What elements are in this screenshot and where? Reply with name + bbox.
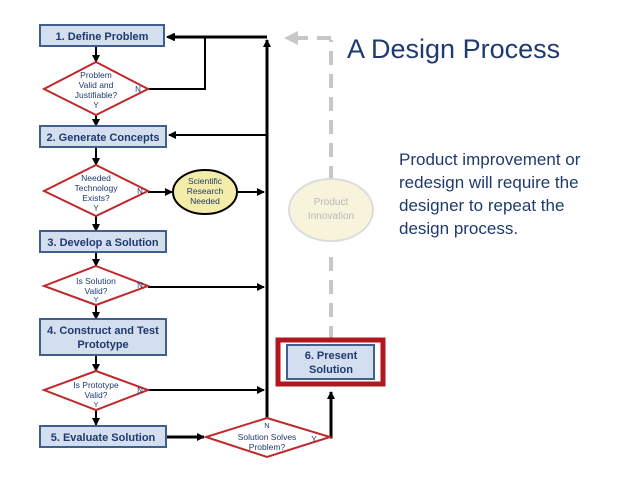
decision-prototype-valid: Is Prototype Valid? Y N	[41, 369, 151, 412]
decision-2-yes: Y	[93, 204, 99, 213]
research-line3: Needed	[190, 196, 220, 206]
decision-problem-valid: Problem Valid and Justifiable? Y N	[41, 60, 151, 117]
innovation-line2: Innovation	[308, 211, 354, 222]
step-1-define-problem: 1. Define Problem	[39, 24, 165, 47]
step-1-label: 1. Define Problem	[56, 31, 149, 43]
redesign-note: Product improvement or redesign will req…	[399, 150, 581, 238]
return-arrows	[148, 33, 335, 441]
decision-4-yes: Y	[93, 400, 98, 409]
step-3-label: 3. Develop a Solution	[47, 237, 159, 249]
decision-1-no: N	[135, 85, 141, 94]
step-6-present-solution: 6. Present Solution	[275, 337, 386, 387]
decision-5-yes: Y	[311, 435, 317, 444]
decision-3-yes: Y	[93, 295, 98, 304]
decision-4-line1: Is Prototype	[73, 380, 119, 390]
decision-2-line1: Needed	[81, 173, 111, 183]
innovation-line1: Product	[314, 197, 349, 208]
innovation-feedback-path	[284, 31, 333, 340]
step-4-construct-test-prototype: 4. Construct and Test Prototype	[39, 318, 167, 356]
decision-solution-valid: Is Solution Valid? Y N	[41, 264, 151, 307]
decision-2-no: N	[137, 187, 143, 196]
decision-5-no: N	[264, 421, 269, 430]
decision-1-line3: Justifiable?	[75, 90, 118, 100]
decision-2-line2: Technology	[74, 183, 118, 193]
step-3-develop-solution: 3. Develop a Solution	[39, 230, 167, 253]
research-line1: Scientific	[188, 176, 223, 186]
step-6-label-line1: 6. Present	[305, 350, 358, 362]
decision-1-yes: Y	[93, 101, 99, 110]
product-innovation-node: Product Innovation	[288, 178, 374, 242]
decision-1-line1: Problem	[80, 70, 112, 80]
step-4-label-line2: Prototype	[77, 339, 128, 351]
step-5-evaluate-solution: 5. Evaluate Solution	[39, 425, 167, 448]
step-2-generate-concepts: 2. Generate Concepts	[39, 125, 167, 148]
step-5-label: 5. Evaluate Solution	[51, 432, 156, 444]
decision-3-line1: Is Solution	[76, 276, 116, 286]
decision-4-no: N	[137, 386, 143, 395]
page-title: A Design Process	[347, 34, 561, 64]
decision-2-line3: Exists?	[82, 193, 110, 203]
step-4-label-line1: 4. Construct and Test	[47, 325, 159, 337]
decision-1-line2: Valid and	[79, 80, 114, 90]
decision-3-line2: Valid?	[85, 286, 108, 296]
decision-solution-solves-problem: N Solution Solves Problem? Y	[202, 416, 334, 459]
decision-4-line2: Valid?	[85, 390, 108, 400]
research-line2: Research	[187, 186, 224, 196]
research-needed-node: Scientific Research Needed	[172, 169, 238, 215]
decision-3-no: N	[137, 281, 143, 290]
step-2-label: 2. Generate Concepts	[46, 132, 159, 144]
decision-technology-exists: Needed Technology Exists? Y N	[41, 163, 151, 218]
decision-5-line1: Solution Solves	[238, 432, 297, 442]
step-6-label-line2: Solution	[309, 364, 353, 376]
decision-5-line2: Problem?	[249, 442, 286, 452]
